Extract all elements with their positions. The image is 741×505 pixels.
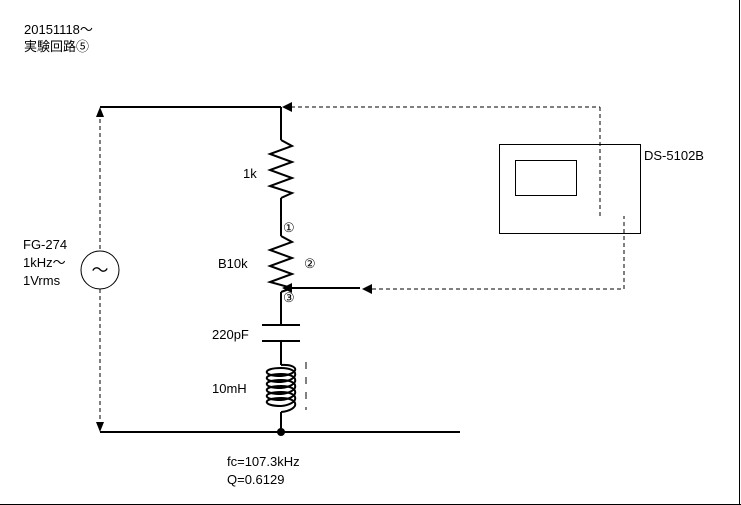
wiper-arrow-icon <box>282 283 292 293</box>
oscilloscope-screen <box>515 160 577 196</box>
cutoff-frequency-label: fc=107.3kHz <box>227 454 300 469</box>
date-label: 20151118～ <box>24 22 93 37</box>
generator-wave-symbol: ～ <box>92 261 109 280</box>
capacitor-value-label: 220pF <box>212 327 249 342</box>
generator-frequency-label: 1kHz～ <box>23 255 66 270</box>
resistor-value-label: 1k <box>243 166 257 181</box>
inductor-value-label: 10mH <box>212 381 247 396</box>
pot-value-label: B10k <box>218 256 248 271</box>
generator-model-label: FG-274 <box>23 237 67 252</box>
arrow-up-icon <box>96 107 104 117</box>
pin-3-marker: ③ <box>283 290 295 305</box>
circuit-title: 実験回路⑤ <box>24 39 90 54</box>
inductor-coil-symbol <box>265 363 297 413</box>
pin-2-marker: ② <box>304 256 316 271</box>
probe2-arrow-icon <box>362 284 372 294</box>
generator-amplitude-label: 1Vrms <box>23 273 61 288</box>
oscilloscope-model-label: DS-5102B <box>644 148 704 163</box>
q-factor-label: Q=0.6129 <box>227 472 284 487</box>
resistor-1k-symbol <box>266 139 295 199</box>
pin-1-marker: ① <box>283 220 295 235</box>
arrow-down-icon <box>96 422 104 432</box>
oscilloscope-body <box>499 144 641 234</box>
probe1-arrow-icon <box>282 102 292 112</box>
pot-b10k-symbol <box>266 235 296 293</box>
generator-circle <box>80 250 120 290</box>
